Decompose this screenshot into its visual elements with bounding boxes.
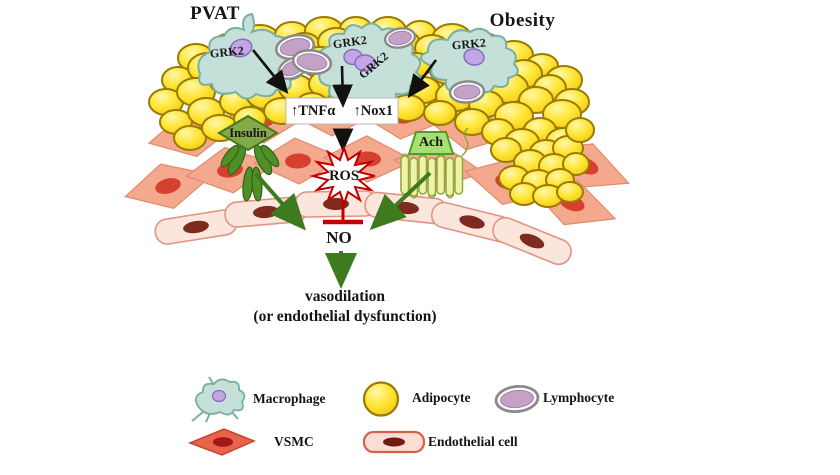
- ros-starburst: [309, 144, 376, 208]
- insulin-label: Insulin: [229, 126, 267, 140]
- outcome-line2: (or endothelial dysfunction): [253, 308, 437, 325]
- lymphocytes: [274, 27, 486, 104]
- inhibition-bar: [323, 202, 363, 225]
- vsmc-icon: [187, 428, 256, 456]
- legend-label-endothelial: Endothelial cell: [428, 434, 518, 449]
- insulin-receptor-icon: [217, 114, 280, 202]
- outcome-line1: vasodilation: [304, 288, 386, 305]
- macrophage-nucleus: [229, 38, 253, 58]
- tnf-nox-label: ↑TNFα ↑Nox1: [286, 98, 398, 124]
- macrophage-icon: [191, 376, 246, 423]
- green-arrows: [254, 171, 432, 289]
- insulin-diamond: [217, 114, 279, 152]
- arrow-center-macrophage: [332, 65, 353, 108]
- ach-box: [407, 131, 455, 155]
- ach-label: Ach: [418, 135, 444, 150]
- arrow-left-macrophage: [251, 49, 289, 95]
- lymphocyte-icon: [494, 384, 540, 414]
- ach-receptor-icon: [400, 127, 469, 199]
- endothelial-cell-icon: [362, 430, 426, 454]
- macrophage-right: [420, 27, 519, 96]
- nox-label: ↑Nox1: [353, 102, 393, 119]
- arrow-ach-to-no: [369, 171, 432, 231]
- tnf-label: ↑TNFα: [291, 102, 336, 119]
- obesity-title: Obesity: [489, 10, 556, 31]
- arrow-insulin-to-no: [254, 172, 306, 231]
- ros-label: ROS: [329, 168, 359, 184]
- pvat-title: PVAT: [190, 3, 240, 24]
- legend-label-macrophage: Macrophage: [253, 391, 326, 406]
- adipocyte-icon: [362, 381, 400, 417]
- legend-label-adipocyte: Adipocyte: [412, 390, 471, 405]
- legend-label-lymphocyte: Lymphocyte: [543, 390, 615, 405]
- no-label: NO: [326, 228, 352, 247]
- macrophage-arrows: [251, 49, 438, 108]
- legend-label-vsmc: VSMC: [274, 434, 314, 449]
- arrow-right-macrophage: [407, 59, 438, 99]
